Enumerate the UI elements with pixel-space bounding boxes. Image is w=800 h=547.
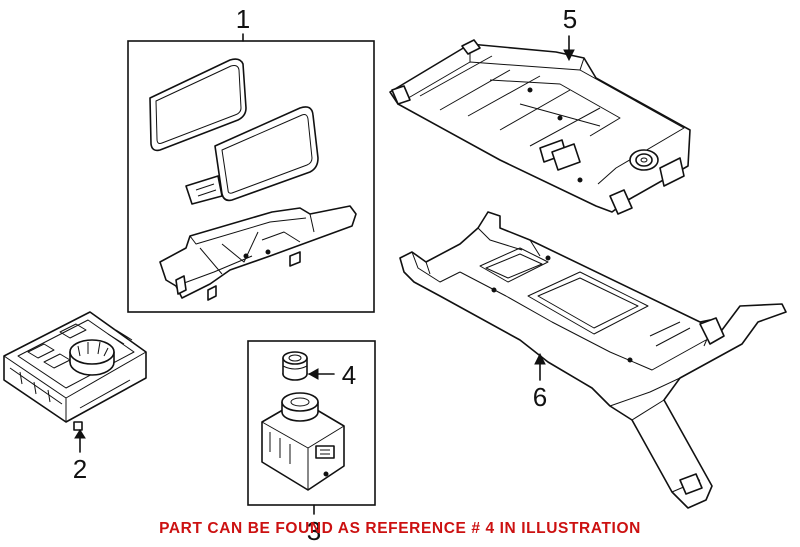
part-3-box (247, 340, 376, 506)
part-3-sensor-kit (247, 340, 376, 515)
module-port-icon (629, 149, 659, 171)
mounting-stud-icon (73, 421, 83, 431)
part-4-arrow-icon (307, 368, 319, 380)
part-6-mounting-bracket (399, 211, 787, 509)
part-1-box (127, 40, 375, 313)
callout-2: 2 (73, 454, 87, 484)
part-5-arrow-icon (563, 49, 575, 62)
callout-5: 5 (563, 4, 577, 34)
callout-6: 6 (533, 382, 547, 412)
display-bracket (159, 205, 357, 301)
reference-note: PART CAN BE FOUND AS REFERENCE # 4 IN IL… (159, 520, 641, 537)
rubber-cap (282, 351, 308, 381)
display-panel (185, 106, 319, 205)
sensor-module (261, 392, 345, 491)
part-1-display-kit (127, 33, 375, 313)
part-2-controller (3, 311, 147, 453)
part-2-arrow-icon (74, 429, 86, 439)
callout-3: 3 (307, 516, 321, 546)
callout-4: 4 (342, 360, 356, 390)
control-knob-icon (69, 339, 115, 376)
callout-1: 1 (236, 4, 250, 34)
part-5-control-module (389, 35, 691, 215)
part-6-arrow-icon (534, 352, 546, 365)
screen-glass (149, 58, 247, 152)
